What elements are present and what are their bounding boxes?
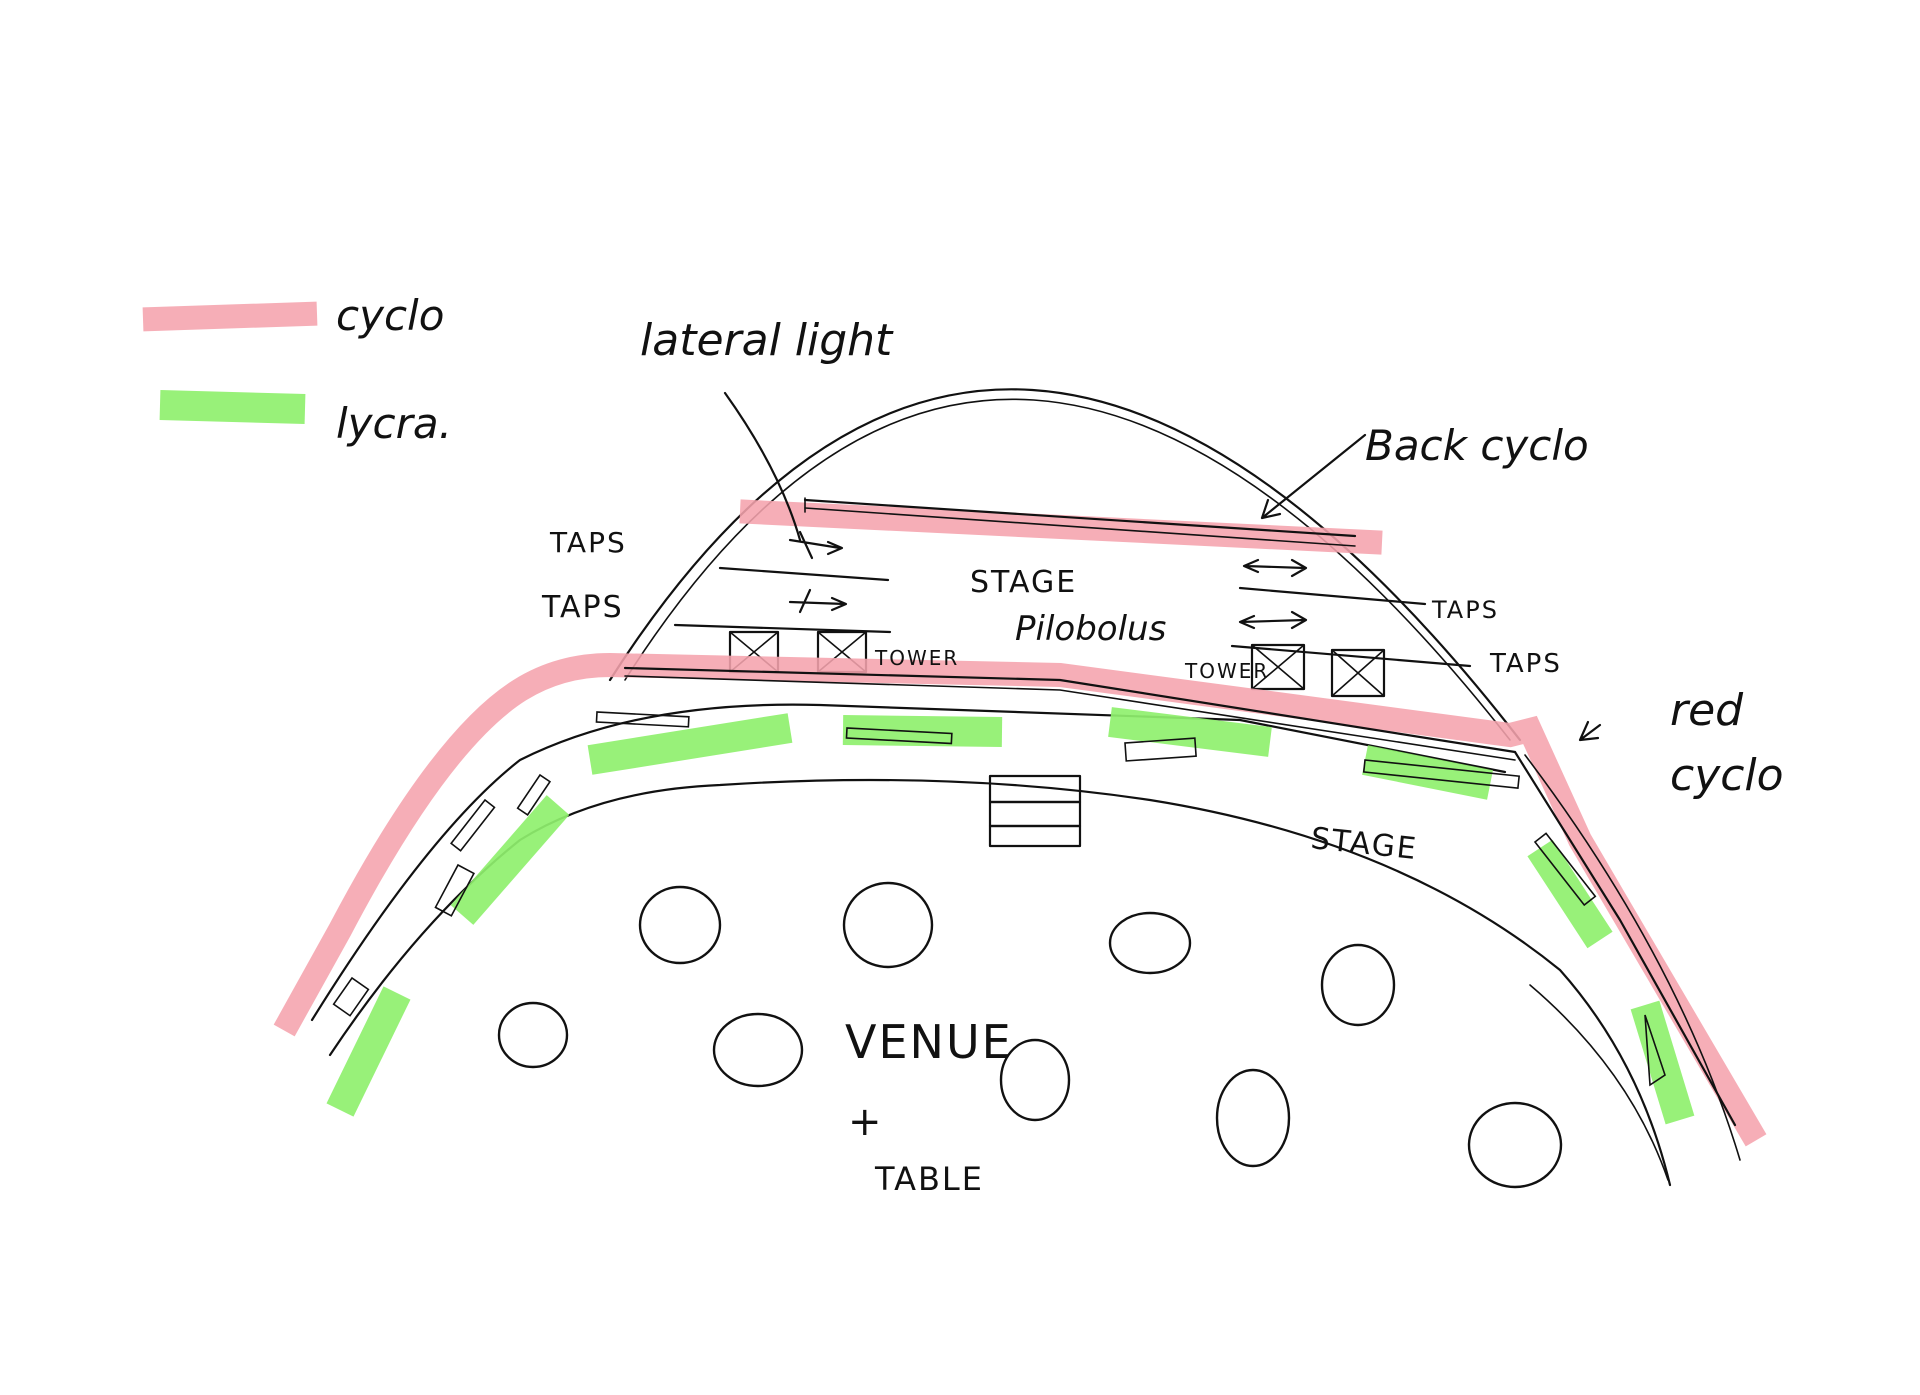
red-cyclo-right-line: [1513, 750, 1737, 1127]
seat-1: [638, 885, 722, 965]
back-cyclo: [739, 497, 1383, 555]
seat-6: [712, 1012, 804, 1088]
tower-cross-right-1: [1251, 644, 1305, 690]
lycra-panel-1: [587, 713, 793, 775]
back-cyclo-highlight: [739, 499, 1383, 555]
red-cyclo-line-1: [623, 666, 1517, 754]
dome-arc-inner: [624, 398, 1511, 741]
stage-front-edge: [310, 703, 1507, 1022]
lycra-panel-right-1: [1527, 839, 1613, 949]
seat-5: [497, 1001, 569, 1069]
tower-left-label: TOWER: [874, 646, 959, 670]
tower-right-label: TOWER: [1184, 659, 1269, 683]
arrow-right-top: [1242, 558, 1308, 578]
lycra-panel-3: [1108, 707, 1272, 757]
lycra-panel-4: [1362, 745, 1493, 800]
back-cyclo-leader: [1260, 433, 1367, 520]
lateral-light-label: lateral light: [640, 315, 894, 366]
taps-line-right-2: [1230, 644, 1472, 668]
stage-front-label: STAGE: [1309, 821, 1419, 867]
table-label: TABLE: [874, 1160, 984, 1198]
fixture-10: [1644, 1014, 1666, 1087]
tower-box-right-1: [1250, 643, 1306, 691]
fixture-7: [434, 863, 475, 917]
legend-lycra-swatch: [159, 390, 306, 424]
stair-step-3: [988, 824, 1082, 848]
lycra-panel-2: [842, 715, 1003, 747]
stair-step-2: [988, 800, 1082, 828]
seat-7: [999, 1038, 1071, 1122]
tower-cross-right-2: [1331, 649, 1385, 697]
lycra-panel-right-2: [1630, 1000, 1695, 1125]
fixture-2: [845, 727, 953, 745]
red-cyclo-line-2: [624, 675, 1516, 761]
red-cyclo: [273, 652, 1767, 1161]
fixture-8: [332, 976, 370, 1017]
seat-4: [1320, 943, 1396, 1027]
back-cyclo-line-1: [803, 498, 1357, 538]
lycra-panels: [326, 707, 1695, 1125]
taps-right-label-2: TAPS: [1489, 649, 1562, 679]
stage-title-label: STAGE: [970, 565, 1077, 600]
arrow-right-bottom: [1238, 610, 1308, 630]
center-stair-fixture: [988, 774, 1082, 848]
legend-cyclo-label: cyclo: [336, 291, 444, 340]
stage-subtitle-label: Pilobolus: [1015, 609, 1166, 649]
red-cyclo-leader-arrow: [1578, 720, 1602, 742]
fixture-6: [516, 773, 552, 816]
venue-edge-curve-2: [1529, 984, 1669, 1181]
towers-right: [1250, 643, 1386, 698]
dome-arc-outer: [608, 388, 1522, 742]
taps-left-label-1: TAPS: [549, 526, 627, 559]
fixtures: [332, 711, 1666, 1087]
light-arrows: [788, 530, 1308, 630]
seat-2: [842, 881, 934, 969]
seat-3: [1108, 911, 1192, 975]
taps-line-left-1: [718, 566, 890, 582]
taps-line-left-2: [673, 623, 892, 634]
red-cyclo-highlight: [273, 652, 1767, 1147]
arrow-left-top: [788, 530, 844, 560]
taps-line-right-1: [1238, 586, 1427, 606]
red-cyclo-label-2: cyclo: [1670, 750, 1784, 801]
lycra-panel-left-1: [450, 795, 570, 925]
labels: lateral light Back cyclo TAPS TAPS TAPS …: [541, 315, 1784, 1198]
venue-plus-label: +: [848, 1099, 884, 1145]
legend-cyclo-swatch: [142, 301, 318, 332]
red-cyclo-right-line-2: [1524, 754, 1741, 1161]
fixture-1: [595, 711, 690, 728]
back-cyclo-label: Back cyclo: [1365, 421, 1589, 470]
arrow-left-bottom: [788, 588, 848, 614]
tower-box-right-2: [1330, 648, 1386, 698]
fixture-3: [1124, 737, 1197, 762]
seat-9: [1467, 1101, 1563, 1189]
red-cyclo-label-1: red: [1670, 685, 1744, 736]
fixture-4: [1362, 759, 1521, 790]
legend-lycra-label: lycra.: [336, 399, 452, 448]
back-dome: [608, 388, 1522, 742]
lycra-panel-left-2: [326, 986, 411, 1117]
fixture-5: [450, 798, 496, 852]
seat-8: [1215, 1068, 1291, 1168]
lateral-light-leader: [723, 391, 802, 542]
legend: cyclo lycra.: [142, 291, 452, 448]
taps-left-label-2: TAPS: [541, 590, 624, 625]
taps-right-label-1: TAPS: [1431, 596, 1499, 624]
back-cyclo-line-2: [804, 507, 1356, 547]
venue-label: VENUE: [845, 1015, 1013, 1069]
venue-seats: [497, 881, 1563, 1189]
taps-lines: [673, 566, 1472, 668]
fixture-9: [1533, 832, 1597, 907]
